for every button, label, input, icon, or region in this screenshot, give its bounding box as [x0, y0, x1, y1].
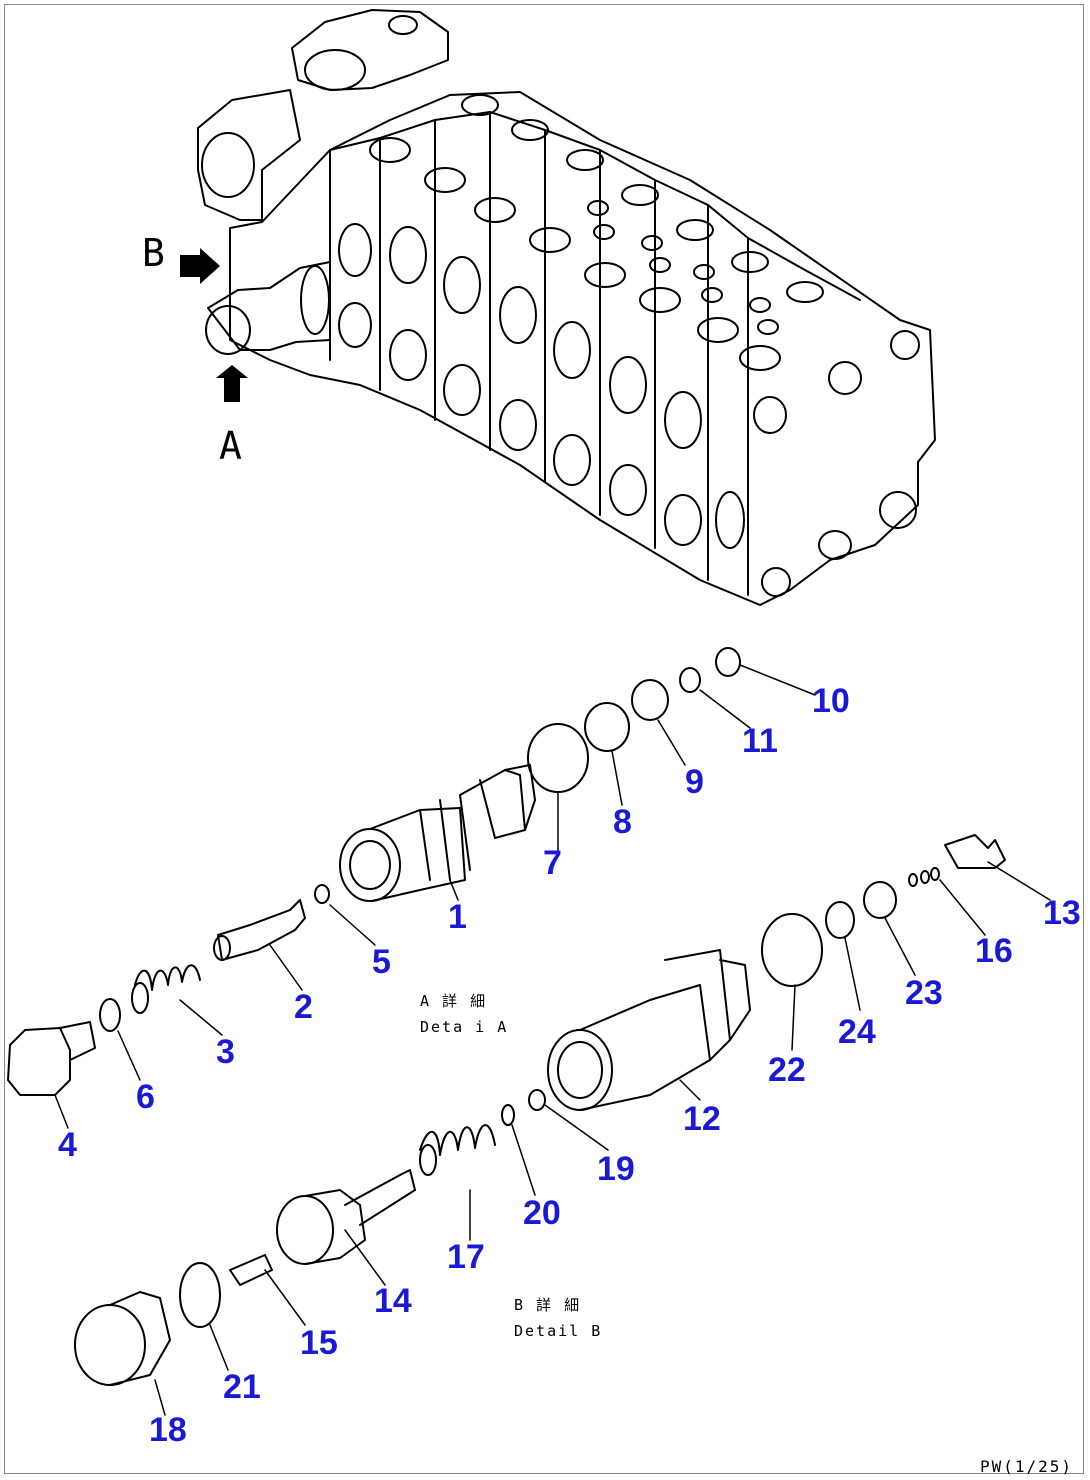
detail-a-title: A 詳 細	[420, 992, 488, 1010]
part-number-4: 4	[58, 1126, 77, 1164]
detail-b-subtitle: Detail B	[514, 1322, 603, 1340]
part-number-18: 18	[149, 1411, 187, 1449]
detail-b-title: B 詳 細	[514, 1296, 582, 1314]
view-arrow-b	[180, 248, 220, 284]
detail-a-subtitle: Deta i A	[420, 1018, 509, 1036]
view-letter-b: B	[142, 231, 165, 275]
detail-b-parts	[74, 834, 1006, 1386]
part-number-11: 11	[742, 722, 778, 760]
part-number-13: 13	[1043, 894, 1081, 932]
leader-lines	[54, 664, 1051, 1416]
part-number-7: 7	[543, 844, 562, 882]
part-number-12: 12	[683, 1100, 721, 1138]
part-number-15: 15	[300, 1324, 338, 1362]
part-number-16: 16	[975, 932, 1013, 970]
part-number-24: 24	[838, 1013, 876, 1051]
control-valve-assembly	[197, 9, 936, 606]
part-number-8: 8	[613, 803, 632, 841]
part-number-21: 21	[223, 1368, 261, 1406]
view-letter-a: A	[219, 424, 242, 468]
part-number-10: 10	[812, 682, 850, 720]
part-number-22: 22	[768, 1051, 806, 1089]
part-number-19: 19	[597, 1150, 635, 1188]
detail-a-parts	[7, 647, 741, 1096]
part-number-20: 20	[523, 1194, 561, 1232]
drawing-frame	[4, 4, 1084, 1474]
view-arrow-a	[216, 365, 248, 402]
part-number-9: 9	[685, 763, 704, 801]
part-number-23: 23	[905, 974, 943, 1012]
part-number-1: 1	[448, 898, 467, 936]
part-number-14: 14	[374, 1282, 412, 1320]
part-number-2: 2	[294, 988, 313, 1026]
part-number-5: 5	[372, 943, 391, 981]
page-code: PW(1/25)	[980, 1457, 1074, 1476]
part-number-3: 3	[216, 1033, 235, 1071]
part-number-6: 6	[136, 1078, 155, 1116]
part-number-17: 17	[447, 1238, 485, 1276]
